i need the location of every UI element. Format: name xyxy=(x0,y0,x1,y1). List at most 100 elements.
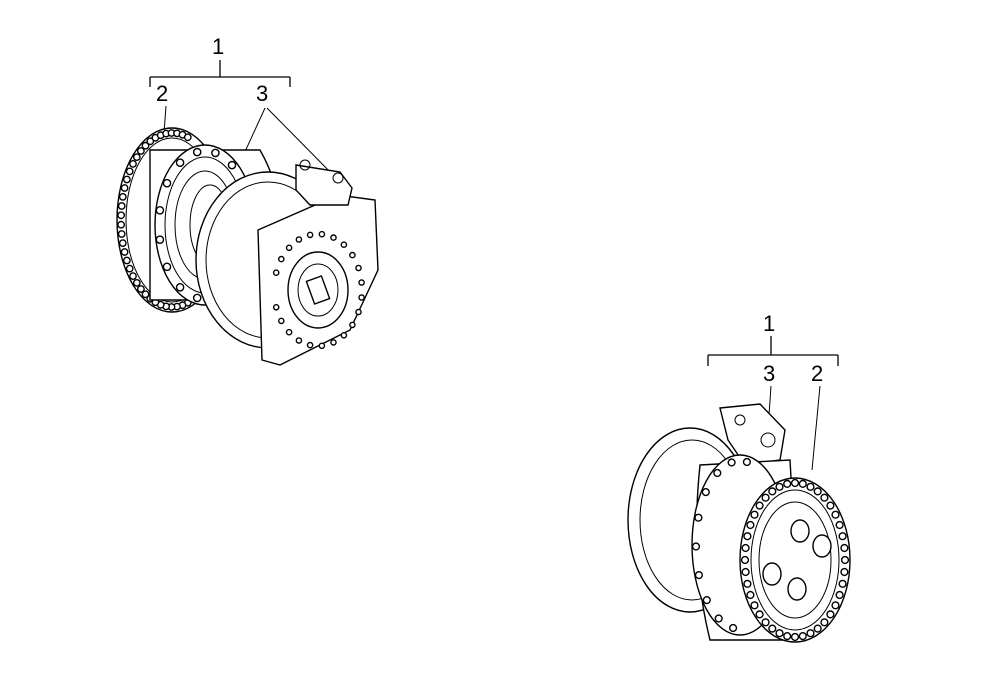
gear-tooth xyxy=(136,285,145,293)
gear-tooth xyxy=(141,290,150,299)
gear-tooth xyxy=(761,493,770,502)
flange-hole xyxy=(358,294,365,301)
flange-hole xyxy=(272,303,280,311)
left-brake-caliper xyxy=(295,159,353,206)
wheel-stud xyxy=(227,160,237,170)
wheel-stud xyxy=(691,542,701,551)
wheel-stud xyxy=(701,488,710,497)
flange-hole xyxy=(295,236,303,243)
flange-hole xyxy=(330,339,337,346)
gear-tooth xyxy=(755,610,764,619)
wheel-stud xyxy=(175,158,185,167)
gear-tooth xyxy=(746,590,755,600)
gear-tooth xyxy=(750,601,759,610)
flange-hole xyxy=(355,264,362,272)
gear-tooth xyxy=(741,567,750,577)
wheel-stud xyxy=(714,614,723,623)
flange-hole xyxy=(358,279,365,286)
wheel-stud xyxy=(702,595,711,605)
gear-tooth xyxy=(840,543,849,553)
gear-tooth xyxy=(117,230,126,238)
flange-hole xyxy=(330,234,337,241)
gear-tooth xyxy=(826,501,835,510)
gear-tooth xyxy=(136,147,145,155)
gear-tooth xyxy=(750,510,759,519)
gear-tooth xyxy=(120,184,129,192)
wheel-stud xyxy=(211,148,220,158)
flange-hole xyxy=(318,230,326,238)
gear-tooth xyxy=(826,610,835,619)
left-callout-part-2: 2 xyxy=(156,81,168,106)
flange-hole xyxy=(349,251,356,259)
gear-tooth xyxy=(141,141,150,150)
gear-tooth xyxy=(838,579,847,588)
gear-tooth xyxy=(183,133,192,142)
right-callout-part-2: 2 xyxy=(811,361,823,386)
gear-tooth xyxy=(746,520,755,530)
gear-tooth xyxy=(129,272,137,280)
flange-hole xyxy=(295,337,303,344)
left-callout-part-3: 3 xyxy=(256,81,268,106)
wheel-stud xyxy=(727,458,736,467)
right-ring-gear xyxy=(739,477,851,643)
flange-hole xyxy=(285,328,293,336)
gear-tooth xyxy=(117,220,126,229)
wheel-stud xyxy=(694,570,704,580)
right-bracket xyxy=(707,336,839,366)
gear-tooth xyxy=(125,264,134,273)
wheel-stud xyxy=(155,235,165,244)
gear-tooth xyxy=(806,482,815,491)
wheel-stud xyxy=(155,205,165,215)
gear-tooth xyxy=(790,632,800,642)
gear-tooth xyxy=(118,192,127,201)
wheel-stud xyxy=(694,513,703,522)
gear-tooth xyxy=(743,532,752,541)
gear-tooth xyxy=(835,590,844,600)
right-callout-assembly: 1 xyxy=(763,311,775,336)
gear-tooth xyxy=(768,487,777,496)
gear-tooth xyxy=(790,478,800,488)
gear-tooth xyxy=(741,543,750,553)
flange-hole xyxy=(306,341,314,349)
gear-tooth xyxy=(123,175,131,184)
wheel-stud xyxy=(162,178,172,188)
gear-tooth xyxy=(835,520,844,530)
wheel-stud xyxy=(192,147,202,157)
flange-hole xyxy=(340,331,348,339)
wheel-stud xyxy=(192,293,202,303)
gear-tooth xyxy=(806,629,815,638)
gear-tooth xyxy=(117,211,126,220)
wheel-stud xyxy=(742,457,752,467)
wheel-stud xyxy=(162,262,172,272)
gear-tooth xyxy=(761,618,770,627)
gear-tooth xyxy=(146,137,155,146)
gear-tooth xyxy=(798,631,807,641)
gear-tooth xyxy=(129,159,137,168)
left-assembly: 1 2 3 xyxy=(116,34,379,366)
gear-tooth xyxy=(820,618,829,627)
gear-tooth xyxy=(125,167,134,176)
gear-tooth xyxy=(118,239,127,248)
gear-tooth xyxy=(768,624,777,633)
right-planet-carrier xyxy=(762,519,832,601)
gear-tooth xyxy=(132,278,141,287)
gear-tooth xyxy=(740,555,750,565)
flange-hole xyxy=(355,308,362,316)
left-mounting-flange xyxy=(257,194,379,366)
gear-tooth xyxy=(123,256,131,265)
flange-hole xyxy=(277,255,285,263)
gear-tooth xyxy=(743,579,752,588)
gear-tooth xyxy=(820,493,829,502)
flange-hole xyxy=(277,317,285,325)
flange-hole xyxy=(285,244,293,252)
gear-tooth xyxy=(798,479,807,489)
gear-tooth xyxy=(132,153,141,162)
gear-tooth xyxy=(120,248,129,256)
gear-tooth xyxy=(775,482,784,491)
flange-hole xyxy=(318,342,326,350)
gear-tooth xyxy=(813,487,822,496)
flange-hole xyxy=(272,269,280,277)
gear-tooth xyxy=(840,555,850,565)
gear-tooth xyxy=(783,479,792,489)
